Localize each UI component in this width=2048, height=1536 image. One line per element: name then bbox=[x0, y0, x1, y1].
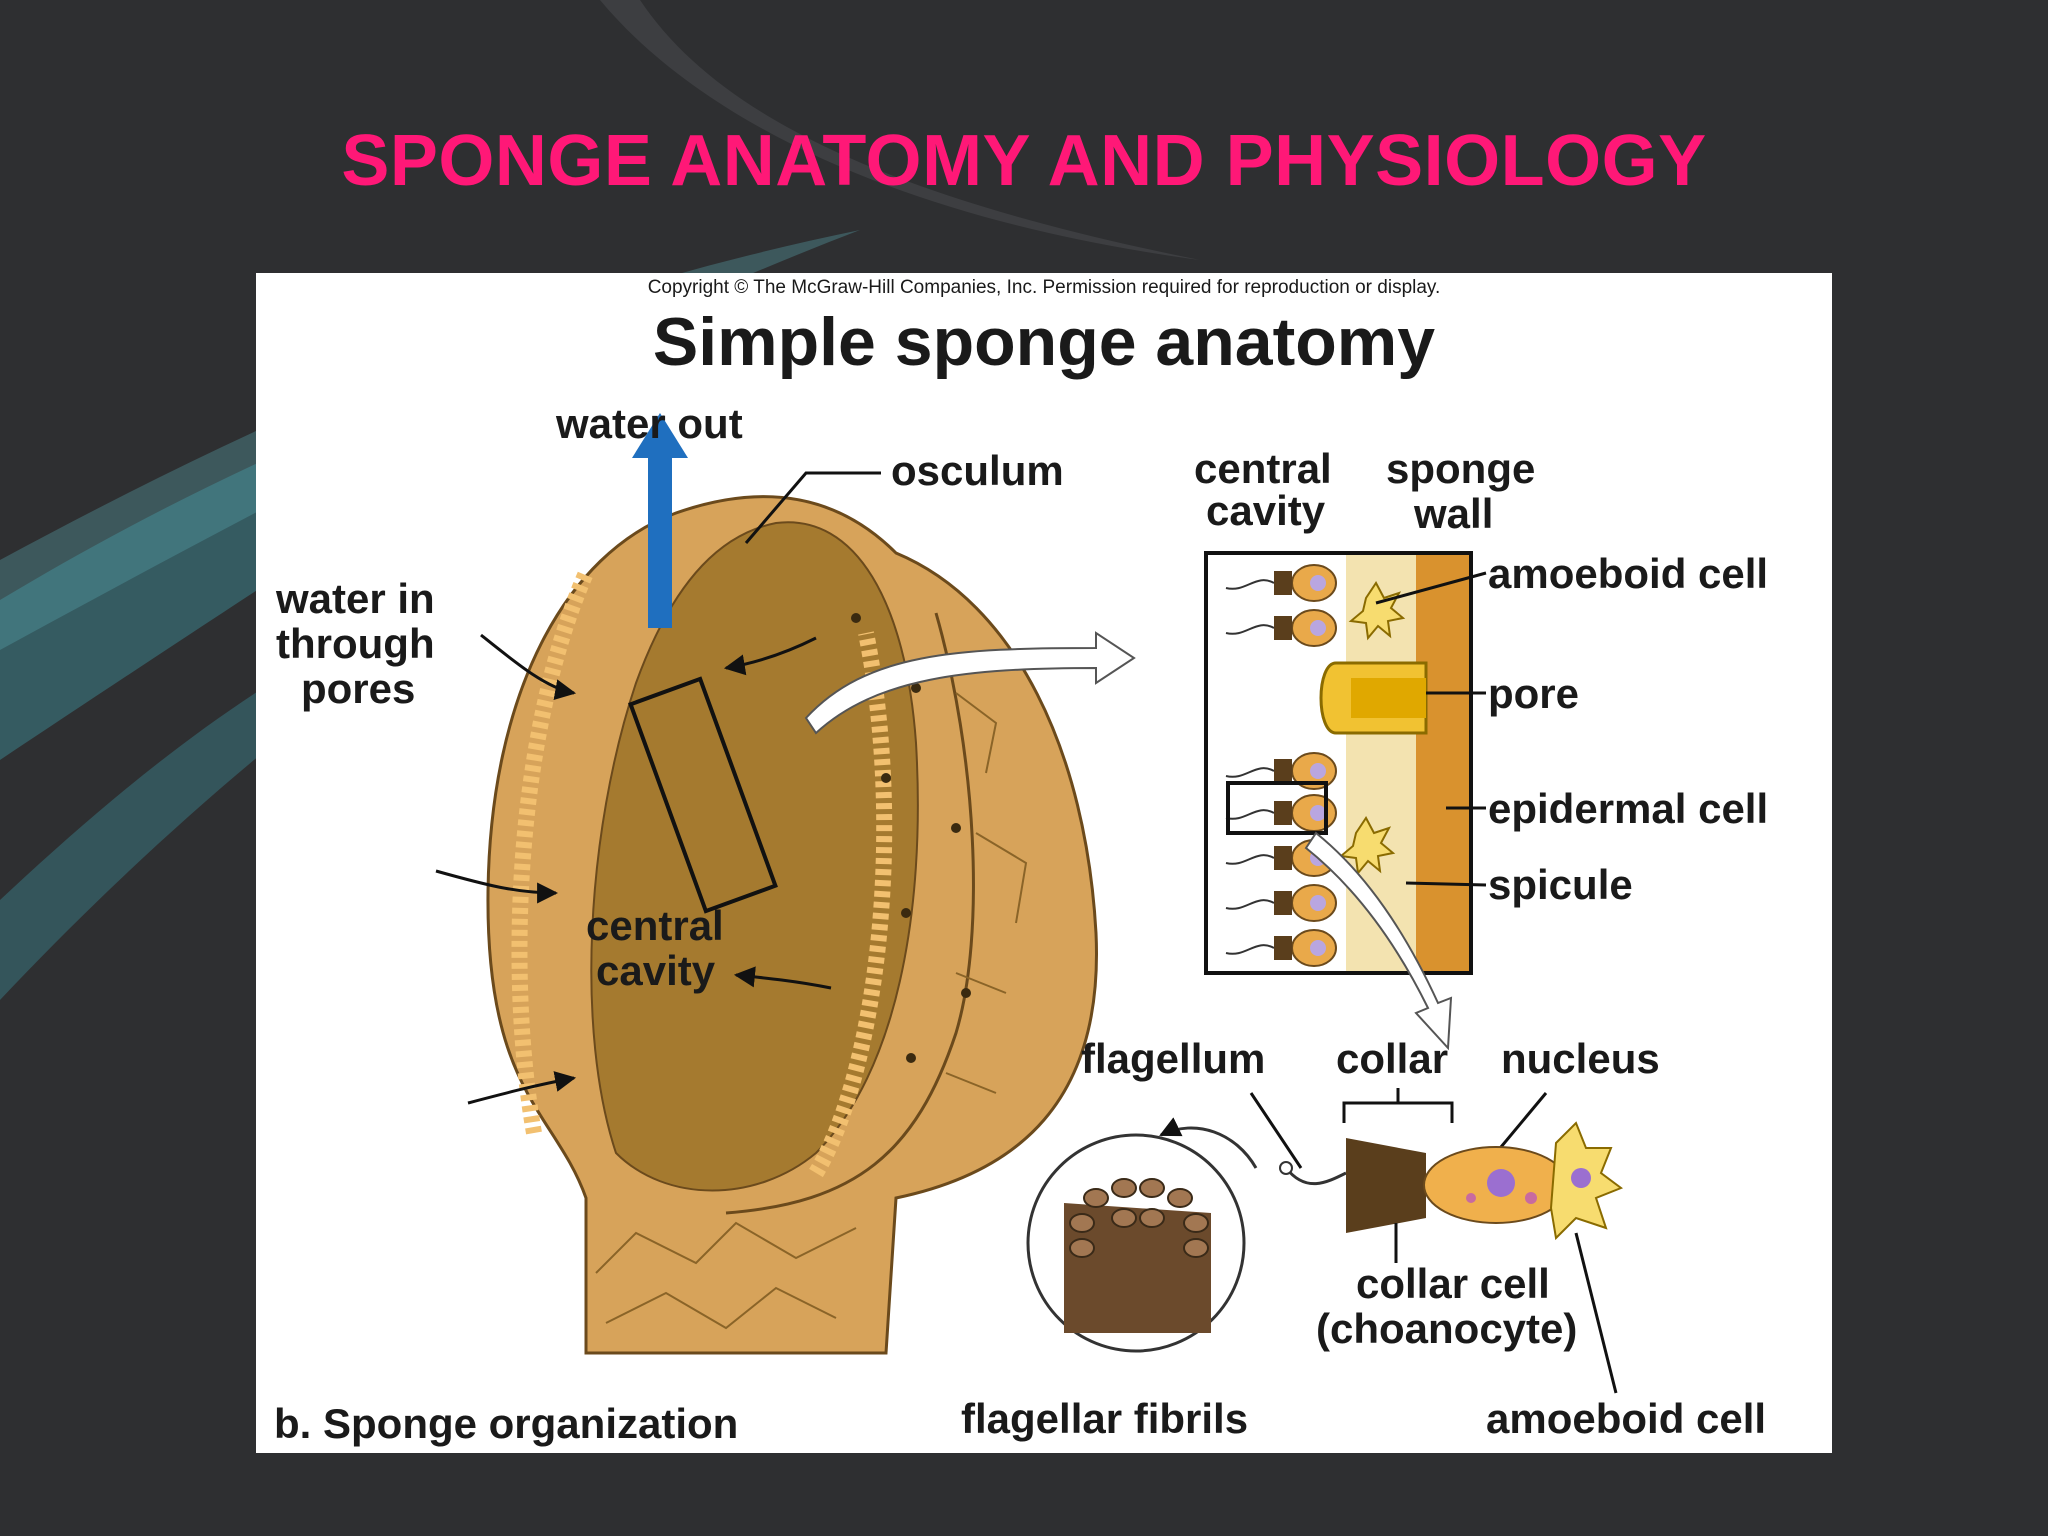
label-central-cavity-2: cavity bbox=[596, 947, 716, 994]
sponge-body bbox=[486, 495, 1098, 1355]
label-amoeboid-cell: amoeboid cell bbox=[1488, 550, 1768, 597]
label-nucleus: nucleus bbox=[1501, 1035, 1660, 1082]
label-sponge-wall-1: sponge bbox=[1386, 445, 1535, 492]
zoom-arrow bbox=[804, 631, 1136, 735]
label-sponge-wall-2: wall bbox=[1413, 490, 1493, 537]
label-collar-cell-1: collar cell bbox=[1356, 1260, 1550, 1307]
label-flagellum: flagellum bbox=[1081, 1035, 1265, 1082]
figure-caption: b. Sponge organization bbox=[274, 1400, 738, 1447]
label-central-cavity-1: central bbox=[586, 902, 724, 949]
label-collar-cell-2: (choanocyte) bbox=[1316, 1305, 1577, 1352]
nucleus-leader bbox=[1494, 1092, 1548, 1154]
label-epidermal-cell: epidermal cell bbox=[1488, 785, 1768, 832]
figure-heading: Simple sponge anatomy bbox=[653, 304, 1435, 380]
slide-title: SPONGE ANATOMY AND PHYSIOLOGY bbox=[341, 121, 1707, 201]
diagram-panel: Copyright © The McGraw-Hill Companies, I… bbox=[256, 273, 1832, 1453]
flagellum-leader bbox=[1249, 1092, 1303, 1169]
label-amoeboid-cell-bottom: amoeboid cell bbox=[1486, 1395, 1766, 1442]
label-spicule: spicule bbox=[1488, 861, 1633, 908]
label-water-out: water out bbox=[555, 400, 743, 447]
collar-cell bbox=[1279, 1121, 1624, 1241]
label-water-in-1: water in bbox=[275, 575, 435, 622]
label-flagellar-fibrils: flagellar fibrils bbox=[961, 1395, 1248, 1442]
spicule-leader bbox=[1405, 881, 1487, 887]
label-detail-central-2: cavity bbox=[1206, 487, 1326, 534]
label-osculum: osculum bbox=[891, 447, 1064, 494]
amoeboid-leader bbox=[1375, 571, 1487, 605]
zoom-arrow-down bbox=[1304, 831, 1453, 1051]
label-detail-central-1: central bbox=[1194, 445, 1332, 492]
label-collar: collar bbox=[1336, 1035, 1448, 1082]
collar-bracket bbox=[1342, 1088, 1454, 1123]
water-in-arrows bbox=[435, 633, 832, 1105]
label-pore: pore bbox=[1488, 670, 1579, 717]
label-water-in-3: pores bbox=[301, 665, 415, 712]
amoeboid-bottom-leader bbox=[1574, 1232, 1618, 1394]
osculum-leader bbox=[744, 471, 881, 544]
flagellar-fibrils-circle bbox=[1026, 1133, 1246, 1353]
copyright-text: Copyright © The McGraw-Hill Companies, I… bbox=[648, 277, 1441, 298]
wall-detail bbox=[1204, 551, 1473, 975]
sponge-diagram: Copyright © The McGraw-Hill Companies, I… bbox=[274, 277, 1768, 1447]
fibrils-arrow bbox=[1159, 1117, 1258, 1169]
label-water-in-2: through bbox=[276, 620, 435, 667]
water-out-arrow bbox=[632, 413, 688, 628]
